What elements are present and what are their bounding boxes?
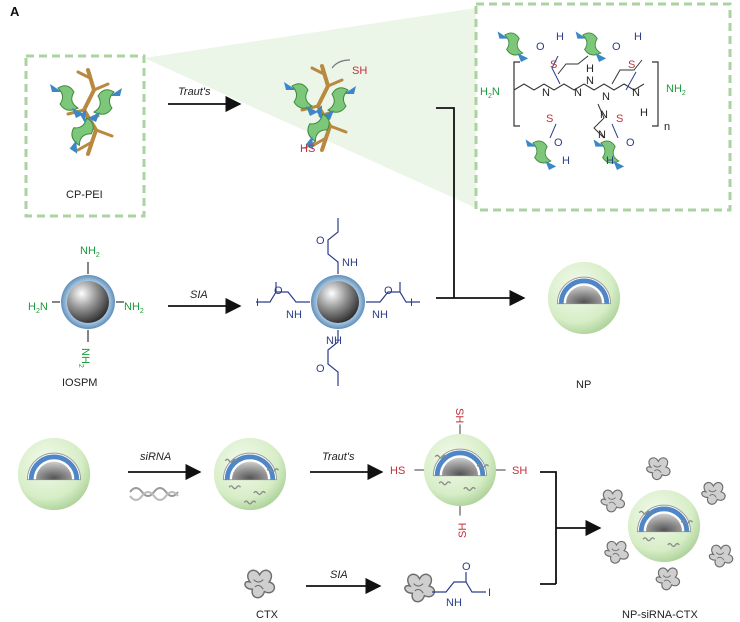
inset-o-3: O [554,137,563,149]
inset-h2n-left: H2N [480,86,500,100]
inset-h-2: H [634,31,642,43]
amide-nh-right: NH [372,309,388,321]
inset-n-bottom: N [598,129,606,141]
np-sirna [214,438,286,510]
inset-n-3: N [602,91,610,103]
inset-s-2: S [628,59,635,71]
inset-h-3: H [562,155,570,167]
panel-label: A [10,4,20,19]
inset-n-mid: N [600,109,608,121]
np-start [18,438,90,510]
np-sirna-thiol [414,424,506,516]
iospm-h2n-left: H2N [28,301,48,315]
cp-pei-label: CP-PEI [66,189,103,201]
sia-label-1: SIA [190,289,208,301]
inset-s-4: S [616,113,623,125]
np-particle [548,262,620,334]
inset-n-top: N [586,75,594,87]
pei-structure-inset [497,30,659,171]
iodoacetyl-core [256,218,420,386]
inset-o-4: O [626,137,635,149]
cp-pei-molecule [49,68,123,157]
sirna-strand [129,487,179,501]
np-sirna-ctx-label: NP-siRNA-CTX [622,609,698,621]
iodo-i-right: I [410,297,413,309]
iospm-nh2-bottom: NH2 [77,348,91,368]
np-thiol-sh-top: SH [453,408,465,423]
thiol-sh-top: SH [352,65,367,77]
np-sirna-ctx [600,457,734,591]
ctx-label: CTX [256,609,279,621]
inset-nh2-right: NH2 [666,83,686,97]
inset-n-4: N [632,87,640,99]
inset-n-2: N [574,87,582,99]
cp-pei-dashed-box [24,54,146,218]
inset-s-3: S [546,113,553,125]
iospm-core [52,262,124,342]
ctx-iodo-i: I [488,587,491,599]
sirna-label: siRNA [140,451,171,463]
ctx-iodoacetyl [404,572,486,603]
trauts-label-2: Traut's [322,451,355,463]
sia-label-2: SIA [330,569,348,581]
iospm-nh2-top: NH2 [80,245,100,259]
inset-repeat-n: n [664,121,670,133]
inset-o-1: O [536,41,545,53]
np-thiol-hs-bottom: SH [457,523,469,538]
thiolated-cp-pei [283,59,357,153]
thiol-hs-bottom: HS [300,143,315,155]
iodo-i-left: I [256,297,259,309]
inset-h-right: H [640,107,648,119]
inset-h-1: H [556,31,564,43]
ctx-amide-nh: NH [446,597,462,609]
amide-o-top: O [316,235,325,247]
iospm-nh2-right: NH2 [124,301,144,315]
merge-bracket-1 [436,107,455,299]
iospm-label: IOSPM [62,377,97,389]
inset-n-1: N [542,87,550,99]
inset-h-top: H [586,63,594,75]
np-label: NP [576,379,591,391]
inset-s-1: S [550,59,557,71]
amide-o-left: O [274,285,283,297]
merge-bracket-2 [540,471,557,585]
np-thiol-sh-right: SH [512,465,527,477]
np-thiol-hs-left: HS [390,465,405,477]
amide-nh-bottom: NH [326,335,342,347]
ctx-amide-o: O [462,561,471,573]
inset-o-2: O [612,41,621,53]
amide-o-bottom: O [316,363,325,375]
ctx-protein [244,569,276,599]
trauts-label-1: Traut's [178,86,211,98]
inset-h-4: H [606,155,614,167]
amide-nh-top: NH [342,257,358,269]
amide-o-right: O [384,285,393,297]
amide-nh-left: NH [286,309,302,321]
